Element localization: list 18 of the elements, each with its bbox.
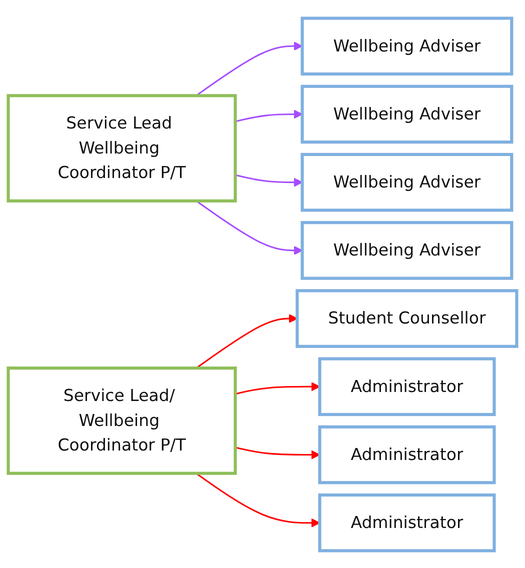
node-box: Wellbeing Adviser [300, 152, 514, 212]
arrow [235, 109, 303, 122]
node-box: Administrator [318, 492, 496, 552]
arrow [196, 200, 303, 254]
node-box: Administrator [318, 356, 496, 416]
arrow [196, 314, 298, 368]
node-box: Administrator [318, 424, 496, 484]
arrow [235, 446, 320, 459]
node-box: Service Lead Wellbeing Coordinator P/T [6, 94, 237, 202]
node-box: Service Lead/ Wellbeing Coordinator P/T [6, 366, 237, 474]
arrow [196, 472, 320, 527]
arrow [196, 41, 303, 96]
arrow [235, 174, 303, 186]
arrow [235, 382, 320, 394]
node-box: Wellbeing Adviser [300, 220, 514, 280]
node-box: Student Counsellor [296, 288, 518, 348]
node-box: Wellbeing Adviser [300, 84, 514, 144]
node-box: Wellbeing Adviser [300, 16, 514, 76]
